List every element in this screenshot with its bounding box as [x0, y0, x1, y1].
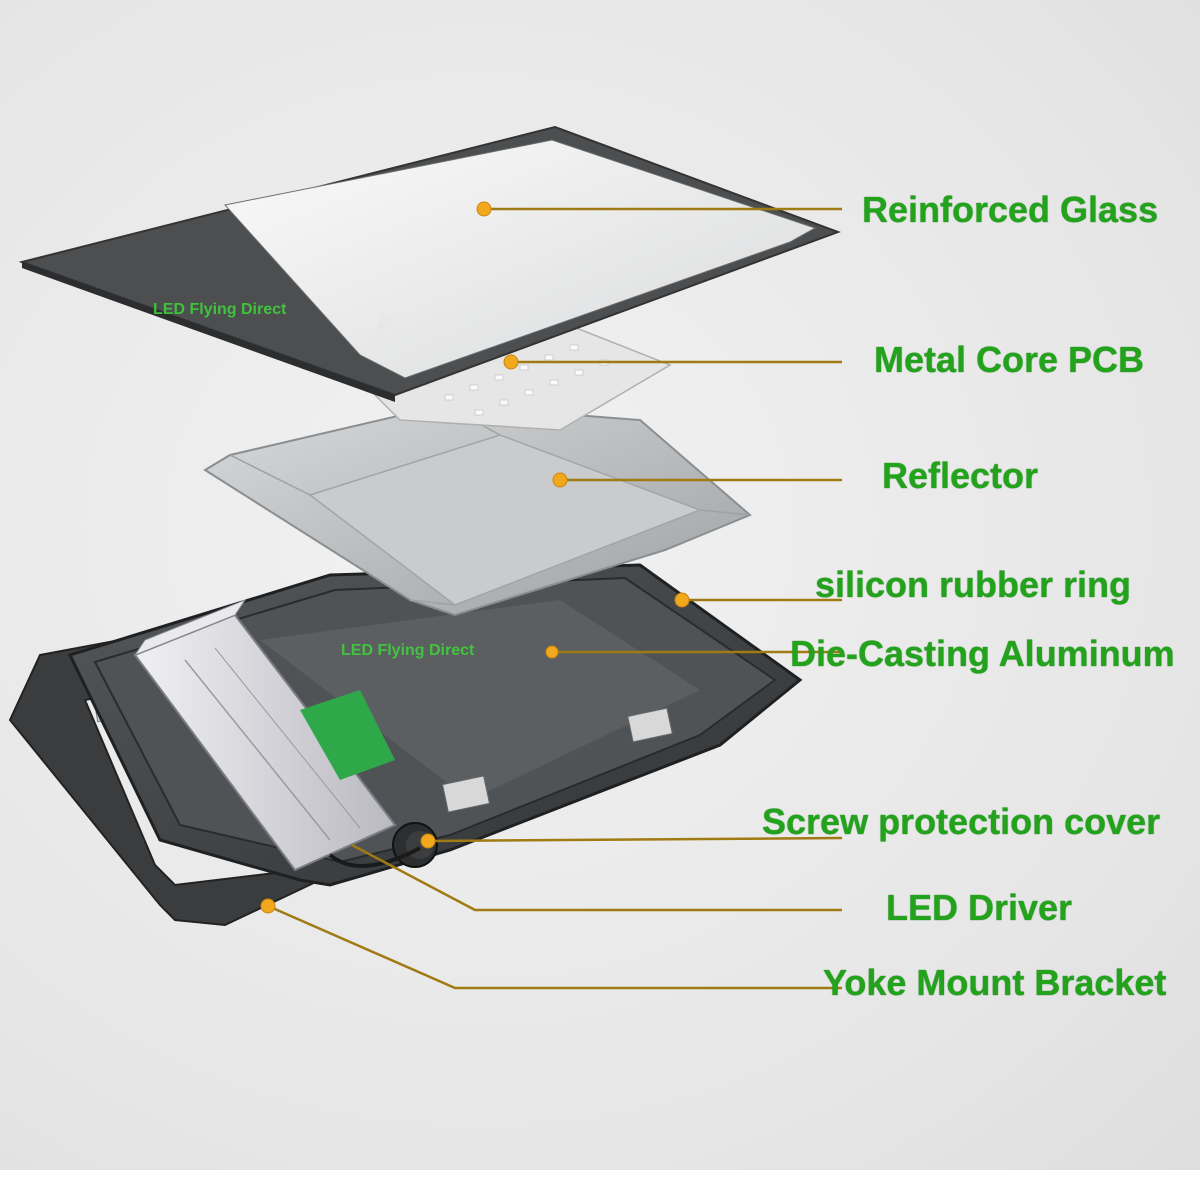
leader-lines	[267, 207, 843, 990]
leader-line-screw-protection-cover	[427, 836, 843, 843]
dot-metal-core-pcb	[503, 354, 519, 370]
exploded-view-diagram	[8, 125, 843, 990]
label-die-casting-aluminum: Die-Casting Aluminum	[790, 633, 1175, 674]
label-silicon-rubber-ring: silicon rubber ring	[815, 564, 1132, 605]
led-driver-part	[133, 598, 421, 872]
label-reflector: Reflector	[882, 455, 1039, 496]
dot-screw-protection-cover	[420, 833, 436, 849]
watermark-housing: LED Flying Direct	[341, 642, 475, 659]
reinforced-glass-part	[18, 125, 841, 402]
dot-reinforced-glass	[476, 201, 492, 217]
watermark-glass: LED Flying Direct	[153, 301, 287, 318]
diagram-stage: LED Flying Direct LED Flying Direct IP65…	[0, 0, 1200, 1170]
label-reinforced-glass: Reinforced Glass	[862, 189, 1159, 230]
dot-silicon-rubber-ring	[674, 592, 690, 608]
label-led-driver: LED Driver	[886, 887, 1073, 928]
bottom-margin	[0, 1170, 1200, 1200]
leader-line-led-driver	[351, 843, 842, 912]
dot-reflector	[552, 472, 568, 488]
label-screw-protection-cover: Screw protection cover	[762, 801, 1161, 842]
housing-part	[67, 563, 803, 887]
leader-line-yoke-mount-bracket	[267, 904, 842, 990]
callout-dots	[260, 201, 690, 914]
dot-die-casting-aluminum	[545, 645, 559, 659]
label-metal-core-pcb: Metal Core PCB	[874, 339, 1145, 380]
label-yoke-mount-bracket: Yoke Mount Bracket	[823, 962, 1167, 1003]
dot-yoke-mount-bracket	[260, 898, 276, 914]
